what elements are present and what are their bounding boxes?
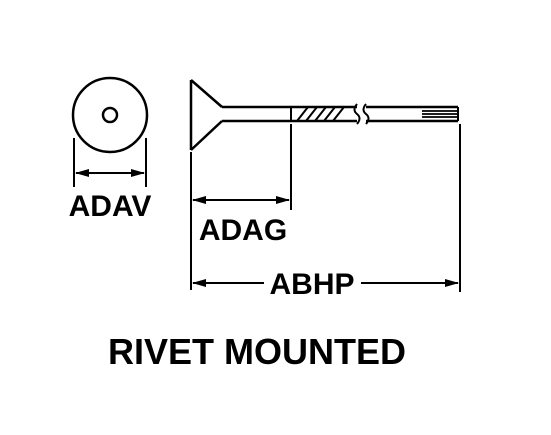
rivet-side-view — [189, 79, 459, 151]
rivet-hatched-section — [296, 106, 345, 122]
rivet-mandrel-lines — [422, 110, 458, 118]
rivet-end-view — [71, 76, 149, 154]
rivet-head-outline — [71, 76, 149, 154]
adav-label: ADAV — [69, 190, 152, 223]
abhp-label: ABHP — [269, 268, 354, 301]
rivet-countersunk-head — [189, 79, 223, 151]
adag-label: ADAG — [199, 214, 287, 247]
rivet-shank-hole — [101, 106, 119, 124]
drawing-caption: RIVET MOUNTED — [108, 331, 406, 372]
adag-dimension: ADAG — [190, 124, 292, 290]
rivet-break-left — [353, 103, 361, 125]
adav-dimension: ADAV — [69, 138, 152, 223]
abhp-dimension: ABHP — [192, 124, 461, 301]
